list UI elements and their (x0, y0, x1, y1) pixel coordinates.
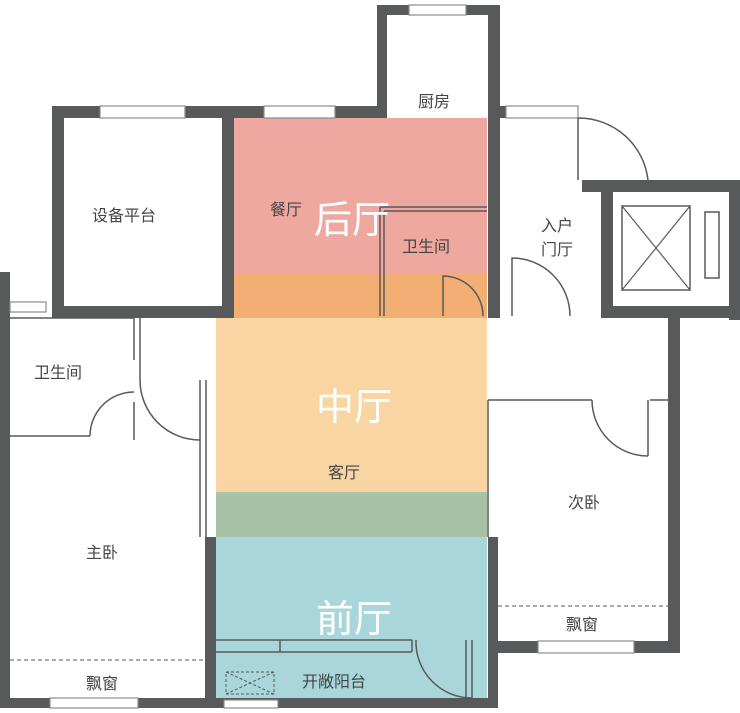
wall (52, 306, 222, 318)
wall (488, 537, 498, 708)
middle-zone (216, 318, 487, 492)
middle-zone-label: 中厅 (316, 385, 392, 429)
entry-hall-label-line1: 入户 (541, 216, 573, 235)
wall (488, 118, 500, 318)
master-bedroom-label: 主卧 (86, 543, 118, 562)
window (537, 640, 635, 654)
wall (0, 272, 10, 708)
window (263, 105, 336, 119)
middle-front-overlap (216, 492, 487, 537)
rear-bathroom-label: 卫生间 (402, 237, 450, 256)
wall (0, 698, 50, 708)
door-arc (511, 257, 571, 317)
wall (205, 537, 216, 708)
wall (335, 106, 387, 118)
open-balcony-label: 开敞阳台 (302, 672, 366, 691)
window (99, 105, 186, 119)
wall (216, 698, 497, 708)
wall (601, 306, 740, 318)
wall (500, 106, 506, 118)
ac-unit-cross (225, 671, 275, 695)
living-room-label: 客厅 (328, 463, 360, 482)
elevator-car (621, 205, 691, 291)
door-arc (89, 391, 135, 437)
wall (634, 641, 680, 653)
door-arc (442, 275, 484, 317)
wall (488, 641, 538, 653)
front-zone (216, 537, 487, 702)
window (408, 4, 467, 16)
bay-window-left-label: 飘窗 (86, 674, 118, 693)
front-zone-label: 前厅 (316, 597, 392, 641)
rear-zone-label: 后厅 (314, 198, 390, 242)
elevator-panel (704, 211, 720, 279)
second-bedroom-label: 次卧 (568, 493, 600, 512)
wall (185, 106, 222, 118)
wall (466, 5, 500, 15)
wall (601, 180, 613, 310)
bathroom-partition (379, 206, 487, 316)
bathroom-partition (10, 317, 135, 440)
window (223, 699, 279, 709)
bay-window-right-label: 飘窗 (566, 615, 598, 634)
door-arc (415, 639, 473, 699)
wall (729, 180, 740, 320)
entry-door-arc (577, 117, 649, 181)
partition (465, 640, 473, 698)
equipment-platform-label: 设备平台 (92, 206, 156, 225)
partition (199, 380, 207, 537)
door-arc (591, 399, 649, 457)
dining-label: 餐厅 (270, 200, 302, 219)
wall (138, 698, 218, 708)
wall (488, 5, 500, 118)
entry-hall-label-line2: 门厅 (541, 240, 573, 259)
wall (377, 5, 409, 15)
elevator-cross (621, 205, 691, 291)
master-bathroom-label: 卫生间 (34, 363, 82, 382)
window (49, 697, 139, 709)
rear-zone (233, 118, 487, 273)
rear-middle-overlap (233, 273, 487, 318)
wall (668, 318, 680, 641)
balcony-door (216, 639, 413, 653)
partition (487, 399, 668, 537)
door-arc (139, 318, 201, 441)
window (9, 301, 47, 313)
wall (222, 106, 234, 318)
window (505, 105, 579, 119)
wall (582, 180, 740, 192)
kitchen-label: 厨房 (418, 92, 450, 111)
wall (52, 106, 64, 318)
wall (377, 5, 387, 118)
